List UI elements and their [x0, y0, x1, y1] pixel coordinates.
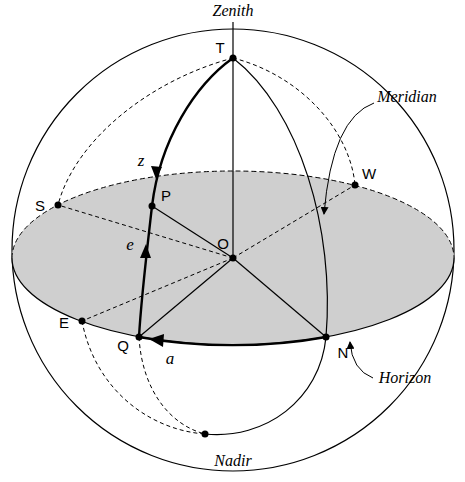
point-label: Q: [117, 338, 129, 353]
hidden-radii: [58, 185, 355, 321]
angle-label: e: [126, 236, 134, 253]
azimuth-arc: [139, 337, 326, 345]
points: [55, 55, 359, 438]
angle-label: a: [166, 350, 175, 367]
arrowhead: [149, 334, 164, 347]
point-label: O: [217, 236, 229, 251]
point-label: P: [161, 188, 171, 203]
altitude-arc: [139, 206, 152, 337]
angle-label: z: [138, 152, 145, 169]
radii: [139, 22, 326, 337]
direction-label: Zenith: [213, 3, 254, 19]
arrowhead: [151, 166, 162, 179]
callout-label: Meridian: [377, 89, 437, 105]
point-label: S: [35, 198, 45, 213]
point-label: N: [338, 345, 349, 360]
leader-line: [324, 103, 374, 214]
direction-label: Nadir: [214, 453, 251, 469]
meridian-arc: [205, 58, 327, 435]
horizon-front: [12, 258, 454, 345]
leader-line: [350, 342, 373, 378]
point-label: W: [362, 166, 376, 181]
callout-label: Horizon: [379, 370, 431, 386]
point-label: E: [59, 315, 69, 330]
arrowhead: [140, 244, 151, 258]
point-label: T: [215, 40, 224, 55]
zenith-distance-arc: [152, 58, 233, 206]
